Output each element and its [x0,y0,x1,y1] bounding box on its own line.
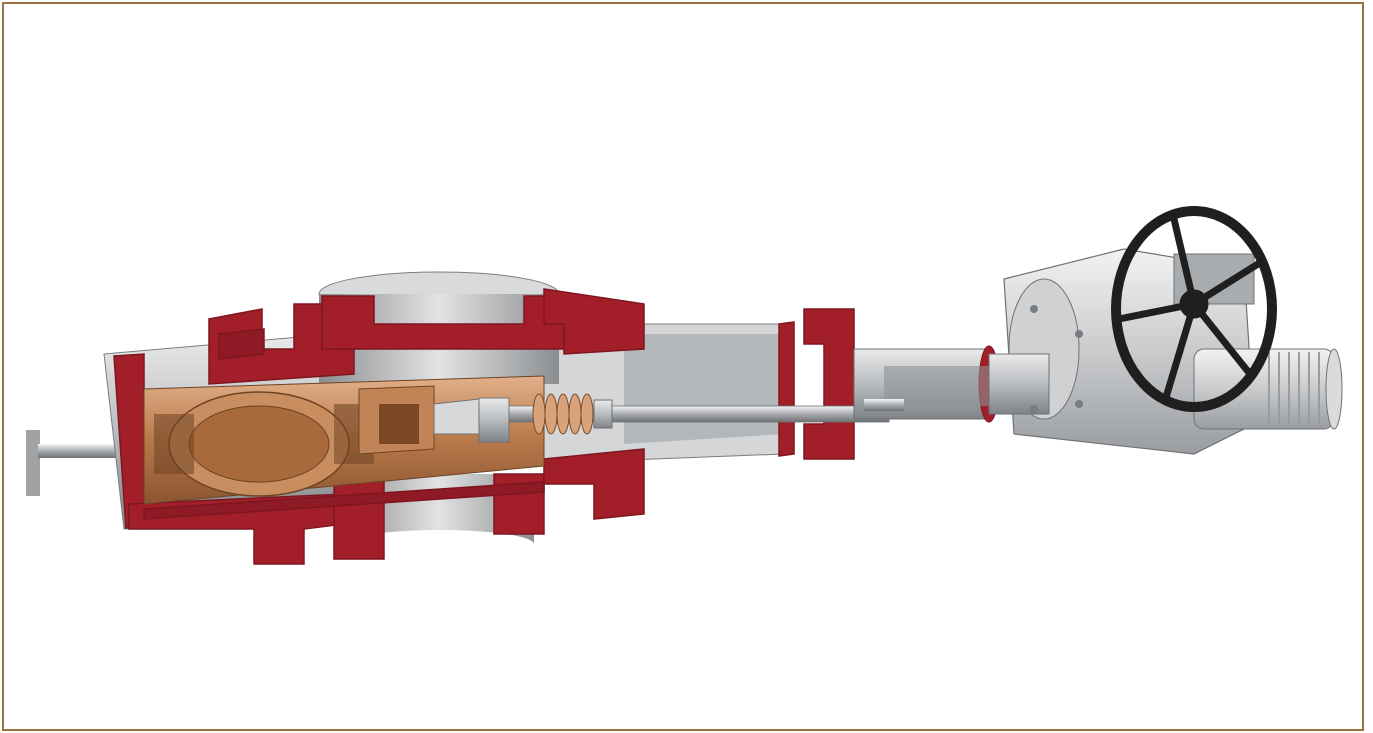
stem-and-spring [508,393,890,435]
extension-tube [853,345,1000,423]
electric-motor [1193,348,1343,430]
section-cut-faces [113,288,855,565]
handwheel [1111,206,1277,412]
gate-assembly [143,375,545,505]
valve-cutaway-illustration [26,206,1343,565]
